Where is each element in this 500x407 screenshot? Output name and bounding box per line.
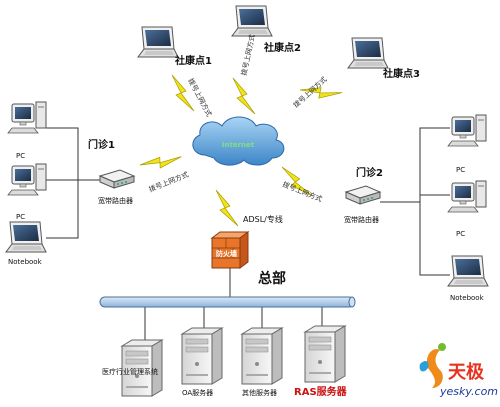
link-clinic1-notebook bbox=[46, 180, 79, 239]
community3-label: 社康点3 bbox=[382, 67, 420, 80]
bolt-community2 bbox=[232, 77, 256, 115]
server-other-label: 其他服务器 bbox=[242, 388, 277, 397]
router-clinic1-icon bbox=[99, 169, 135, 189]
clinic2-label: 门诊2 bbox=[356, 166, 383, 179]
clinic2-link-label: 拨号上网方式 bbox=[281, 180, 323, 204]
community2-link-label: 拨号上网方式 bbox=[239, 33, 257, 76]
network-bus bbox=[99, 296, 356, 308]
clinic1-device1-label: PC bbox=[16, 152, 25, 160]
pc-clinic1-a-icon bbox=[7, 101, 47, 134]
laptop-clinic2-icon bbox=[447, 255, 489, 287]
server-medical-label-text: 医疗行业管理系统 bbox=[102, 367, 158, 376]
link-clinic2-pc1 bbox=[380, 127, 450, 203]
firewall-label: 防火墙 bbox=[216, 249, 237, 258]
clinic1-device3-label: Notebook bbox=[8, 258, 43, 266]
laptop-community3-icon bbox=[347, 37, 389, 69]
clinic2-router-label: 宽带路由器 bbox=[344, 215, 379, 224]
server-other-icon bbox=[241, 327, 283, 385]
clinic1-router-label: 宽带路由器 bbox=[98, 196, 133, 205]
clinic2-device2-label: PC bbox=[456, 230, 465, 238]
pc-clinic1-b-icon bbox=[7, 163, 47, 196]
server-oa-icon bbox=[181, 327, 223, 385]
clinic1-device2-label: PC bbox=[16, 213, 25, 221]
bolt-hq bbox=[215, 189, 239, 227]
cloud-label: Internet bbox=[222, 141, 255, 149]
community1-link-label: 拨号上网方式 bbox=[186, 77, 214, 118]
cloud-icon: Internet bbox=[192, 116, 285, 166]
clinic2-device3-label: Notebook bbox=[450, 294, 485, 302]
hq-title: 总部 bbox=[258, 270, 286, 287]
server-ras-icon bbox=[304, 325, 346, 383]
laptop-clinic1-icon bbox=[5, 221, 47, 253]
router-clinic2-icon bbox=[345, 185, 381, 205]
yesky-logo-icon bbox=[419, 343, 446, 388]
bolt-clinic1 bbox=[139, 143, 182, 178]
community2-label: 社康点2 bbox=[263, 41, 301, 54]
link-clinic2-notebook bbox=[419, 202, 450, 276]
laptop-community1-icon bbox=[137, 26, 179, 58]
server-medical-label: 医疗行业管理系统 bbox=[102, 367, 158, 376]
clinic1-label: 门诊1 bbox=[88, 138, 115, 151]
server-ras-label: RAS服务器 bbox=[294, 385, 348, 398]
community1-label: 社康点1 bbox=[174, 54, 212, 67]
link-clinic1-pc1 bbox=[46, 127, 100, 181]
community3-link-label: 拨号上网方式 bbox=[291, 75, 328, 110]
watermark-brand: 天极 bbox=[448, 362, 485, 383]
server-oa-label: OA服务器 bbox=[182, 388, 213, 397]
watermark-domain: yesky.com bbox=[439, 385, 498, 398]
firewall-icon bbox=[210, 231, 250, 269]
clinic2-device1-label: PC bbox=[456, 166, 465, 174]
laptop-community2-icon bbox=[231, 5, 273, 37]
pc-clinic2-a-icon bbox=[447, 114, 487, 147]
clinic1-link-label: 拨号上网方式 bbox=[147, 170, 189, 194]
pc-clinic2-b-icon bbox=[447, 180, 487, 213]
hq-link-label: ADSL/专线 bbox=[243, 214, 283, 224]
